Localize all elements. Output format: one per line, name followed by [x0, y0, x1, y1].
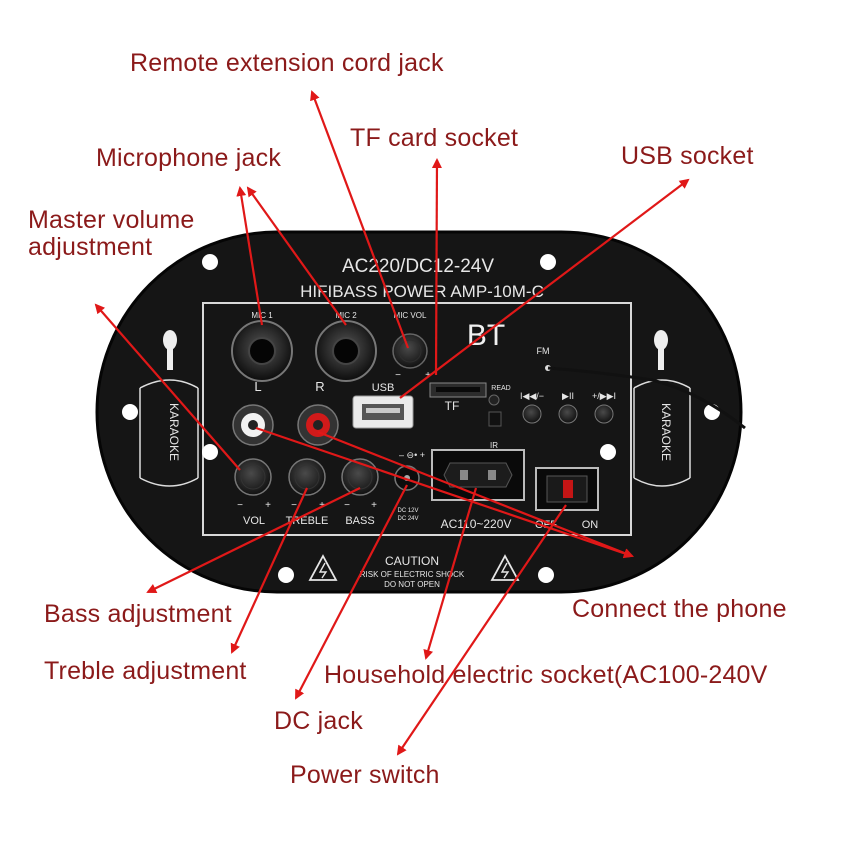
mic2-label: MIC 2 [335, 311, 357, 320]
ir-receiver [488, 411, 502, 427]
callout-arrows [94, 90, 690, 756]
treble-label: TREBLE [286, 515, 329, 527]
mount-hole [202, 444, 218, 460]
label-bass: Bass adjustment [44, 600, 232, 628]
read-led [488, 394, 500, 406]
dc-spec-24v: DC 24V [397, 516, 418, 522]
antenna-wire [547, 366, 746, 430]
mic-volume-knob[interactable] [392, 333, 428, 369]
karaoke-label-left: KARAOKE [167, 403, 181, 461]
usb-label: USB [372, 382, 395, 394]
label-household: Household electric socket(AC100-240V [324, 662, 768, 689]
warning-triangle-icon [490, 554, 520, 581]
power-switch[interactable] [535, 467, 599, 511]
label-connect-phone: Connect the phone [572, 595, 787, 623]
bass-minus: − [344, 500, 350, 511]
caution-label: CAUTION [385, 554, 439, 568]
bass-knob[interactable] [341, 458, 379, 496]
mic1-label: MIC 1 [251, 311, 273, 320]
play-pause-button[interactable] [558, 404, 578, 424]
mount-hole [278, 567, 294, 583]
do-not-open-label: DO NOT OPEN [384, 580, 440, 589]
vol-minus: − [237, 500, 243, 511]
model-title: HIFIBASS POWER AMP-10M-C [300, 282, 544, 301]
label-treble: Treble adjustment [44, 657, 247, 685]
mount-hole [122, 404, 138, 420]
arrow-power-switch [396, 504, 567, 756]
left-channel-label: L [254, 379, 261, 394]
volume-knob[interactable] [234, 458, 272, 496]
mic2-jack[interactable] [315, 320, 377, 382]
arrow-dc-jack [295, 484, 408, 700]
tf-label: TF [445, 399, 460, 413]
dc-spec-12v: DC 12V [397, 508, 418, 514]
label-microphone: Microphone jack [96, 144, 282, 172]
bass-plus: + [371, 500, 377, 511]
fm-label: FM [537, 346, 550, 356]
right-channel-label: R [315, 379, 324, 394]
arrow-master-volume [94, 303, 241, 471]
mount-hole [600, 444, 616, 460]
mic-vol-label: MIC VOL [394, 311, 427, 320]
vol-label: VOL [243, 515, 265, 527]
label-remote-extension: Remote extension cord jack [130, 49, 444, 77]
next-button[interactable] [594, 404, 614, 424]
microphone-icon [654, 330, 668, 370]
rca-left-jack[interactable] [232, 404, 274, 446]
label-usb: USB socket [621, 142, 754, 170]
label-master-volume-2: adjustment [28, 233, 153, 261]
label-tf-card: TF card socket [350, 124, 519, 152]
mic1-jack[interactable] [231, 320, 293, 382]
arrow-connect-phone-left [255, 426, 634, 559]
dc-polarity-label: – ⊖• + [399, 450, 425, 460]
label-power-switch: Power switch [290, 761, 440, 789]
prev-button[interactable] [522, 404, 542, 424]
mount-hole [202, 254, 218, 270]
tf-card-slot[interactable] [429, 382, 487, 398]
vol-plus: + [265, 500, 271, 511]
treble-minus: − [291, 500, 297, 511]
next-label: +/▶▶I [592, 391, 616, 401]
arrow-remote-extension [310, 90, 410, 349]
mic-vol-minus: − [395, 370, 401, 381]
treble-knob[interactable] [288, 458, 326, 496]
usb-port[interactable] [352, 395, 414, 429]
microphone-icon [163, 330, 177, 370]
mount-hole [540, 254, 556, 270]
label-dc-jack: DC jack [274, 707, 363, 735]
voltage-title: AC220/DC12-24V [342, 256, 494, 277]
arrow-microphone-1 [236, 186, 264, 326]
bass-label: BASS [345, 515, 374, 527]
arrow-household [423, 487, 478, 660]
arrow-usb [399, 178, 690, 399]
switch-on-label: ON [582, 519, 599, 531]
label-master-volume-1: Master volume [28, 206, 195, 234]
arrow-treble [230, 487, 309, 654]
prev-label: I◀◀/− [520, 391, 544, 401]
ir-label: IR [490, 441, 498, 450]
arrow-tf-card [431, 158, 442, 376]
karaoke-label-right: KARAOKE [659, 403, 673, 461]
rca-right-jack[interactable] [297, 404, 339, 446]
mount-hole [538, 567, 554, 583]
warning-triangle-icon [308, 554, 338, 581]
ac-range-label: AC110~220V [441, 517, 512, 531]
read-label: READ [491, 385, 510, 392]
play-label: ▶II [562, 391, 574, 401]
risk-label: RISK OF ELECTRIC SHOCK [360, 570, 465, 579]
control-panel-border [202, 302, 632, 536]
arrow-microphone-2 [246, 186, 347, 326]
ac-power-socket[interactable] [431, 449, 525, 501]
karaoke-badge: KARAOKE [139, 379, 199, 487]
arrow-bass [146, 487, 361, 593]
karaoke-badge: KARAOKE [633, 379, 691, 487]
